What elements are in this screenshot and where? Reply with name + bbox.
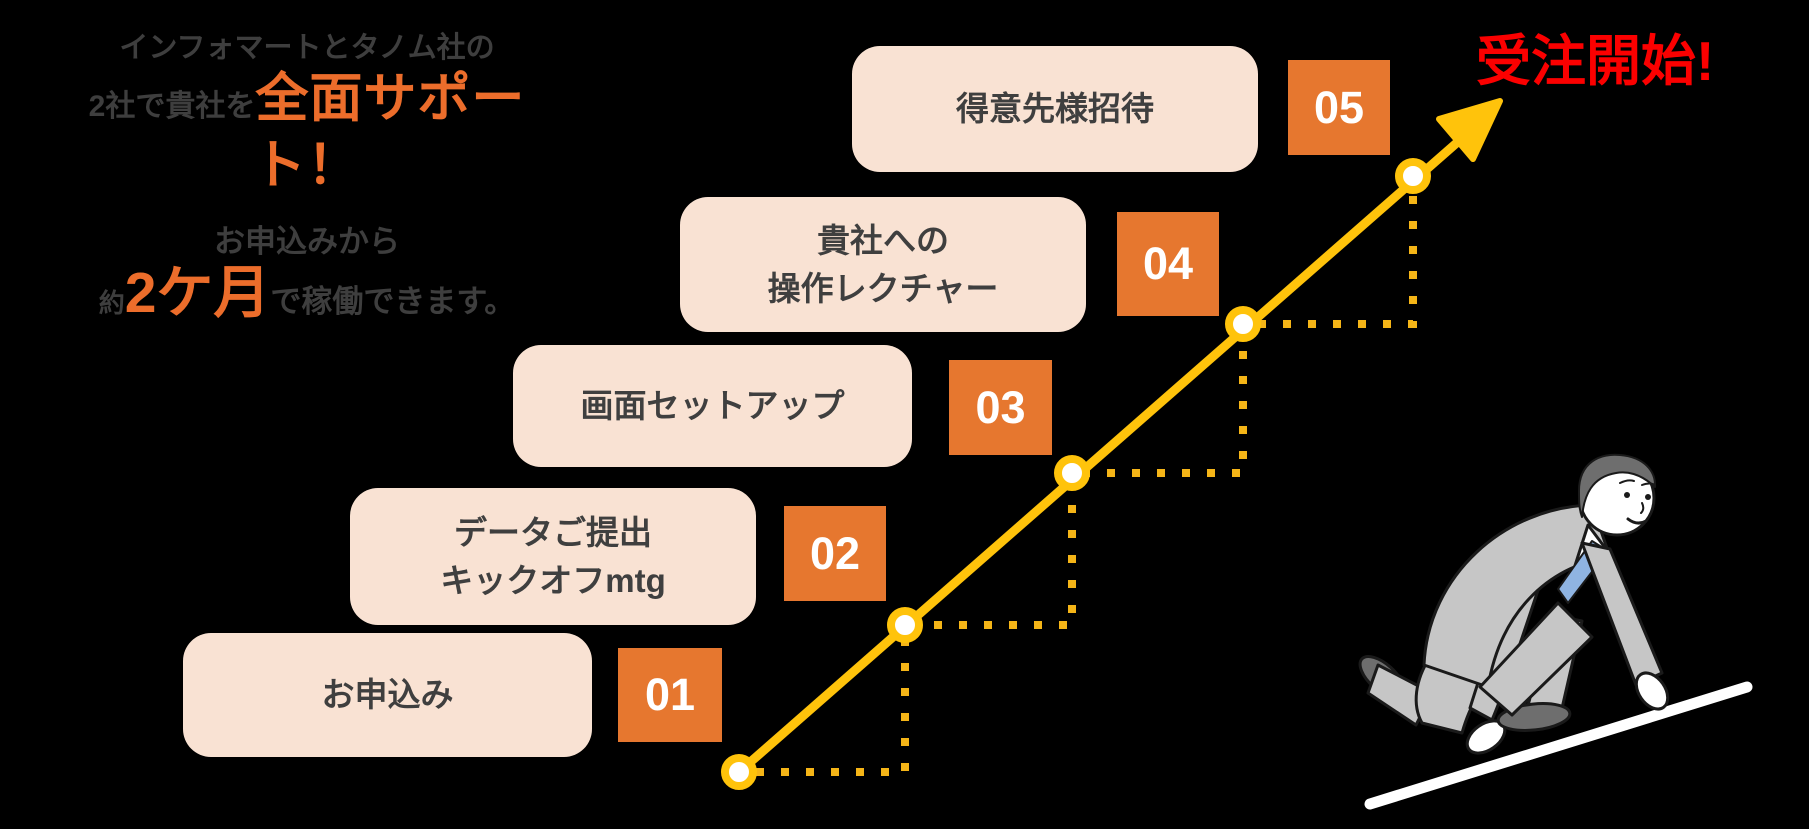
- step-label-04-line-2: 操作レクチャー: [767, 269, 999, 307]
- step-number-badge-04: 04: [1117, 212, 1219, 316]
- step-number-04: 04: [1142, 238, 1194, 289]
- step-number-03: 03: [975, 381, 1026, 433]
- step-label-01-line-1: お申込み: [321, 676, 454, 714]
- step-box-05: 得意先様招待: [852, 46, 1258, 172]
- step-label-02-line-2: キックオフmtg: [440, 561, 666, 599]
- step-label-05: 得意先様招待: [956, 85, 1154, 133]
- step-box-02: データご提出 キックオフmtg: [350, 488, 756, 625]
- eyebrow-right: [1641, 482, 1656, 486]
- smile: [1626, 517, 1648, 525]
- step-label-04: 貴社への 操作レクチャー: [768, 217, 999, 313]
- header-line-4-highlight: 2ケ月: [124, 260, 271, 325]
- front-arm: [1580, 541, 1664, 687]
- step-label-02: データご提出 キックオフmtg: [440, 509, 666, 605]
- step-number-badge-03: 03: [949, 360, 1052, 455]
- step-label-05-line-1: 得意先様招待: [956, 90, 1154, 128]
- header-line-3: お申込みから: [214, 223, 400, 259]
- step-label-04-line-1: 貴社への: [816, 221, 949, 259]
- progress-arrow-line: [736, 129, 1471, 776]
- step-label-03-line-1: 画面セットアップ: [580, 387, 845, 425]
- step-label-02-line-1: データご提出: [454, 513, 652, 551]
- progress-arrowhead-icon: [1436, 98, 1503, 162]
- runner-illustration: [1358, 453, 1753, 810]
- nose: [1640, 502, 1645, 514]
- step-number-01: 01: [644, 669, 696, 720]
- eyebrow-left: [1619, 479, 1635, 484]
- eye-left: [1624, 492, 1630, 498]
- header-line-2-highlight: 全面サポート！: [253, 69, 526, 195]
- step-label-03: 画面セットアップ: [581, 382, 845, 430]
- header-line-2-prefix: 2社で貴社を: [88, 90, 256, 124]
- goal-label: 受注開始!: [1476, 30, 1715, 92]
- step-node-4-icon: [1225, 306, 1261, 342]
- step-box-04: 貴社への 操作レクチャー: [680, 197, 1086, 332]
- step-node-1-icon: [721, 754, 757, 790]
- header-line-4: 約2ケ月で稼働できます。: [52, 258, 562, 329]
- front-thigh: [1478, 601, 1594, 717]
- step-label-01: お申込み: [322, 671, 454, 719]
- header-line-4-prefix: 約: [98, 287, 125, 318]
- start-line-icon: [1364, 681, 1753, 810]
- step-node-3-icon: [1054, 455, 1090, 491]
- step-box-03: 画面セットアップ: [513, 345, 912, 467]
- header-line-2: 2社で貴社を全面サポート！: [52, 66, 562, 199]
- step-box-01: お申込み: [183, 633, 592, 757]
- header-line-4-suffix: で稼働できます。: [270, 283, 516, 319]
- step-node-2-icon: [887, 607, 923, 643]
- header-copy: インフォマートとタノム社の 2社で貴社を全面サポート！ お申込みから 約2ケ月で…: [52, 30, 562, 329]
- step-node-5-icon: [1395, 158, 1431, 194]
- step-number-badge-02: 02: [784, 506, 886, 601]
- eye-right: [1645, 494, 1651, 500]
- hair: [1577, 453, 1657, 518]
- header-line-1: インフォマートとタノム社の: [119, 32, 495, 64]
- step-number-02: 02: [809, 527, 861, 579]
- step-number-05: 05: [1313, 81, 1365, 133]
- step-number-badge-05: 05: [1288, 60, 1390, 155]
- step-number-badge-01: 01: [618, 648, 722, 742]
- front-hand: [1634, 671, 1670, 711]
